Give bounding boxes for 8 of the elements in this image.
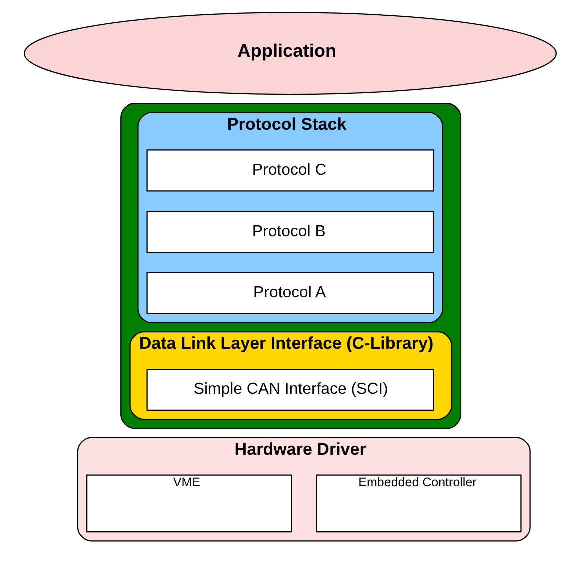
node-box: Simple CAN Interface (SCI) bbox=[146, 369, 434, 412]
node-box: Protocol A bbox=[146, 272, 434, 314]
node-box: Embedded Controller bbox=[316, 474, 522, 533]
node-box: VME bbox=[86, 474, 292, 533]
node-ellipse: Application bbox=[24, 12, 558, 96]
cluster bbox=[120, 103, 462, 430]
node-box: Protocol B bbox=[146, 211, 434, 254]
node-box: Protocol C bbox=[146, 150, 434, 192]
